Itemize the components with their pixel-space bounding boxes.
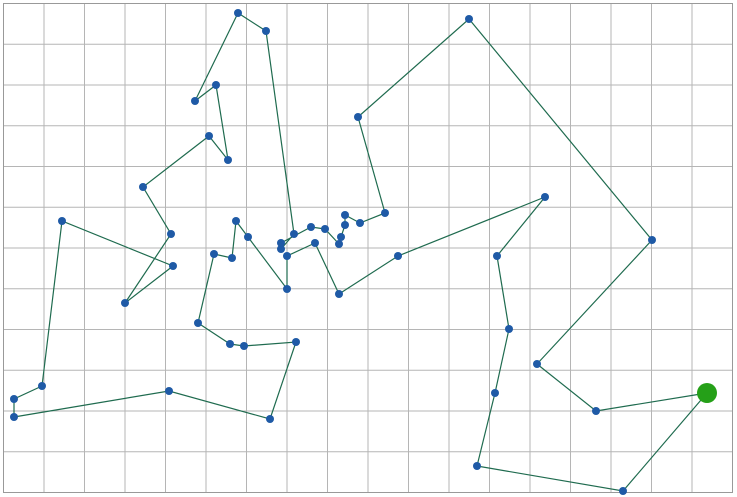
route-node[interactable] <box>169 262 177 270</box>
route-node[interactable] <box>335 290 343 298</box>
start-node[interactable] <box>697 383 717 403</box>
route-node[interactable] <box>228 254 236 262</box>
route-node[interactable] <box>592 407 600 415</box>
route-node[interactable] <box>491 389 499 397</box>
route-node[interactable] <box>619 487 627 495</box>
route-node[interactable] <box>290 230 298 238</box>
route-node[interactable] <box>205 132 213 140</box>
route-node[interactable] <box>191 97 199 105</box>
route-node[interactable] <box>292 338 300 346</box>
route-node[interactable] <box>283 252 291 260</box>
route-node[interactable] <box>244 233 252 241</box>
route-node[interactable] <box>283 285 291 293</box>
route-node[interactable] <box>505 325 513 333</box>
route-node[interactable] <box>341 211 349 219</box>
board-border <box>3 3 733 493</box>
route-node[interactable] <box>341 221 349 229</box>
route-node[interactable] <box>266 415 274 423</box>
route-node[interactable] <box>541 193 549 201</box>
route-node[interactable] <box>262 27 270 35</box>
route-node[interactable] <box>58 217 66 225</box>
route-node[interactable] <box>139 183 147 191</box>
route-node[interactable] <box>311 239 319 247</box>
route-node[interactable] <box>232 217 240 225</box>
route-node[interactable] <box>226 340 234 348</box>
route-node[interactable] <box>465 15 473 23</box>
route-node[interactable] <box>533 360 541 368</box>
route-node[interactable] <box>493 252 501 260</box>
route-node[interactable] <box>354 113 362 121</box>
route-node[interactable] <box>194 319 202 327</box>
route-node[interactable] <box>240 342 248 350</box>
route-nodes <box>10 9 656 495</box>
route-node[interactable] <box>335 240 343 248</box>
route-node[interactable] <box>648 236 656 244</box>
route-node[interactable] <box>212 81 220 89</box>
route-node[interactable] <box>337 233 345 241</box>
route-node[interactable] <box>356 219 364 227</box>
route-node[interactable] <box>234 9 242 17</box>
route-node[interactable] <box>10 413 18 421</box>
route-node[interactable] <box>224 156 232 164</box>
route-node[interactable] <box>38 382 46 390</box>
route-node[interactable] <box>473 462 481 470</box>
grid-lines <box>3 3 733 493</box>
route-node[interactable] <box>167 230 175 238</box>
route-node[interactable] <box>394 252 402 260</box>
route-node[interactable] <box>307 223 315 231</box>
route-node[interactable] <box>121 299 129 307</box>
route-node[interactable] <box>277 245 285 253</box>
route-node[interactable] <box>10 395 18 403</box>
route-node[interactable] <box>381 209 389 217</box>
route-node[interactable] <box>210 250 218 258</box>
route-node[interactable] <box>321 225 329 233</box>
route-node[interactable] <box>277 239 285 247</box>
route-node[interactable] <box>165 387 173 395</box>
